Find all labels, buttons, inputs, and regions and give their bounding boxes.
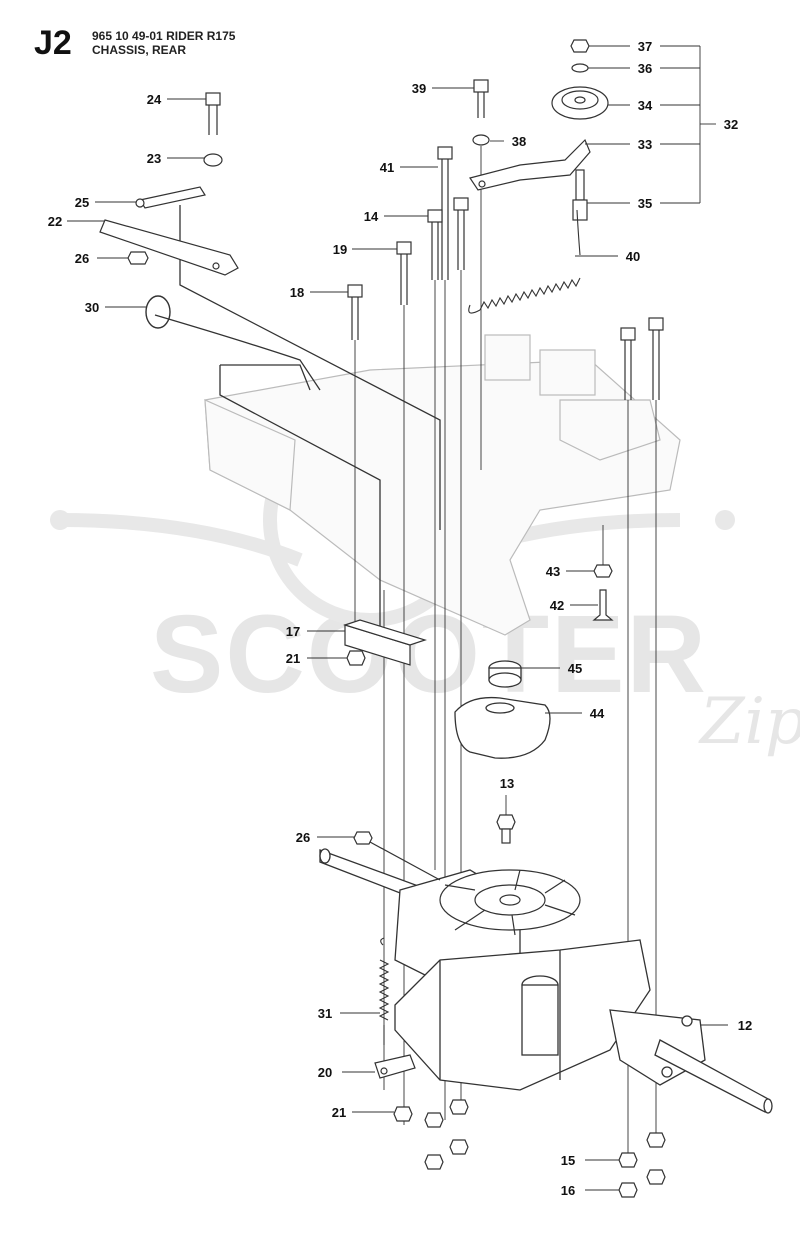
callout-35: 35 xyxy=(637,196,653,211)
reservoir-44 xyxy=(454,660,551,759)
callout-36: 36 xyxy=(637,61,653,76)
callout-40: 40 xyxy=(625,249,641,264)
callout-45: 45 xyxy=(567,661,583,676)
watermark-text: SCOOTER xyxy=(150,593,708,716)
callout-21-bottom: 21 xyxy=(331,1105,347,1120)
callout-37: 37 xyxy=(637,39,653,54)
callout-26-top: 26 xyxy=(74,251,90,266)
callout-31: 31 xyxy=(317,1006,333,1021)
nut-43 xyxy=(592,564,614,621)
spring-40 xyxy=(468,209,581,314)
callout-20: 20 xyxy=(317,1065,333,1080)
callout-22: 22 xyxy=(47,214,63,229)
callout-41: 41 xyxy=(379,160,395,175)
long-bolts xyxy=(347,79,664,400)
callout-12: 12 xyxy=(737,1018,753,1033)
callout-21-top: 21 xyxy=(285,651,301,666)
callout-15: 15 xyxy=(560,1153,576,1168)
callout-19: 19 xyxy=(332,242,348,257)
model-title: 965 10 49-01 RIDER R175 xyxy=(92,29,236,43)
nut-26-fan xyxy=(353,831,441,881)
callout-13: 13 xyxy=(499,776,515,791)
callout-42: 42 xyxy=(549,598,565,613)
chassis-frame xyxy=(204,334,681,636)
callout-34: 34 xyxy=(637,98,653,113)
callout-24: 24 xyxy=(146,92,162,107)
spring-31 xyxy=(378,937,390,1045)
page-code: J2 xyxy=(34,24,72,62)
callout-32: 32 xyxy=(723,117,739,132)
spacer-17 xyxy=(343,619,427,666)
leader-lines xyxy=(67,45,728,1191)
callout-26-fan: 26 xyxy=(295,830,311,845)
bolt-24 xyxy=(203,92,223,167)
callout-25: 25 xyxy=(74,195,90,210)
bracket-20 xyxy=(374,1054,416,1079)
bottom-nuts xyxy=(393,1099,666,1198)
watermark-script: Zip xyxy=(700,685,800,759)
cooling-fan xyxy=(439,869,581,936)
callout-16: 16 xyxy=(560,1183,576,1198)
callout-23: 23 xyxy=(146,151,162,166)
callout-17: 17 xyxy=(285,624,301,639)
lever-22 xyxy=(99,186,239,276)
nut-26-small xyxy=(127,251,149,265)
callout-43: 43 xyxy=(545,564,561,579)
callout-18: 18 xyxy=(289,285,305,300)
bracket-30 xyxy=(145,295,171,329)
bolt-13 xyxy=(496,814,516,844)
section-title: CHASSIS, REAR xyxy=(92,43,187,57)
callout-33: 33 xyxy=(637,137,653,152)
callout-38: 38 xyxy=(511,134,527,149)
callout-44: 44 xyxy=(589,706,605,721)
callout-14: 14 xyxy=(363,209,379,224)
callout-30: 30 xyxy=(84,300,100,315)
idler-assembly xyxy=(469,39,609,221)
callout-39: 39 xyxy=(411,81,427,96)
transaxle-12 xyxy=(319,848,773,1114)
